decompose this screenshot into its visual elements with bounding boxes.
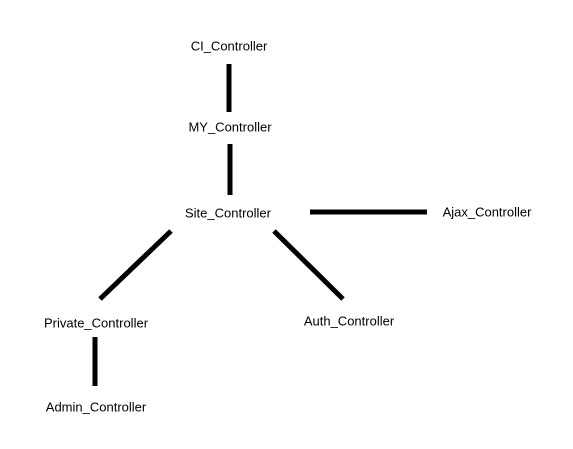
node-ci-controller: CI_Controller — [190, 38, 268, 54]
edge-site-to-auth — [272, 229, 345, 301]
node-site-controller: Site_Controller — [185, 205, 271, 221]
node-admin-controller: Admin_Controller — [45, 399, 147, 415]
node-auth-controller: Auth_Controller — [303, 313, 395, 329]
node-my-controller: MY_Controller — [188, 119, 272, 135]
node-ajax-controller: Ajax_Controller — [442, 204, 532, 220]
node-private-controller: Private_Controller — [43, 315, 149, 331]
edge-site-to-private — [98, 229, 173, 301]
